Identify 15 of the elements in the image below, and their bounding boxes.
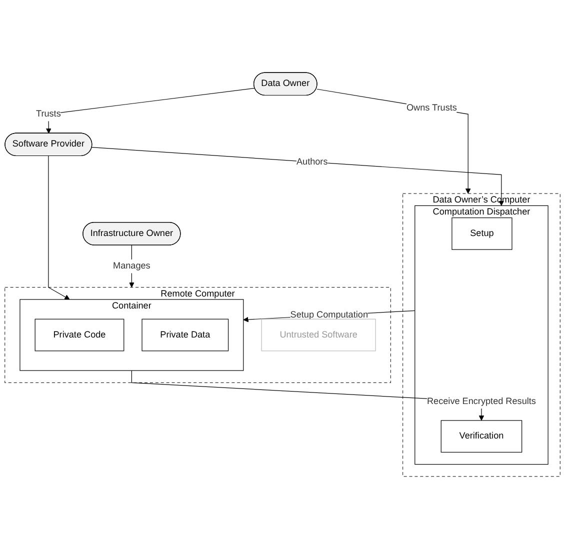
edge-label: Trusts: [36, 108, 61, 119]
node-box: Setup: [452, 217, 512, 250]
edge-label: Receive Encrypted Results: [426, 396, 536, 406]
edge-label: Setup Computation: [290, 310, 368, 320]
arrow: [316, 88, 471, 194]
arrow: [48, 155, 70, 300]
node-box: Private Data: [142, 318, 229, 352]
arrow: [92, 147, 504, 206]
edge-label: Manages: [113, 260, 150, 271]
node-box: Untrusted Software: [261, 318, 376, 352]
arrow: [46, 88, 256, 134]
edge-label: Authors: [296, 156, 328, 167]
node-box: Private Code: [34, 318, 124, 352]
edge-label: Owns Trusts: [406, 102, 457, 113]
node-box: Verification: [440, 420, 522, 453]
